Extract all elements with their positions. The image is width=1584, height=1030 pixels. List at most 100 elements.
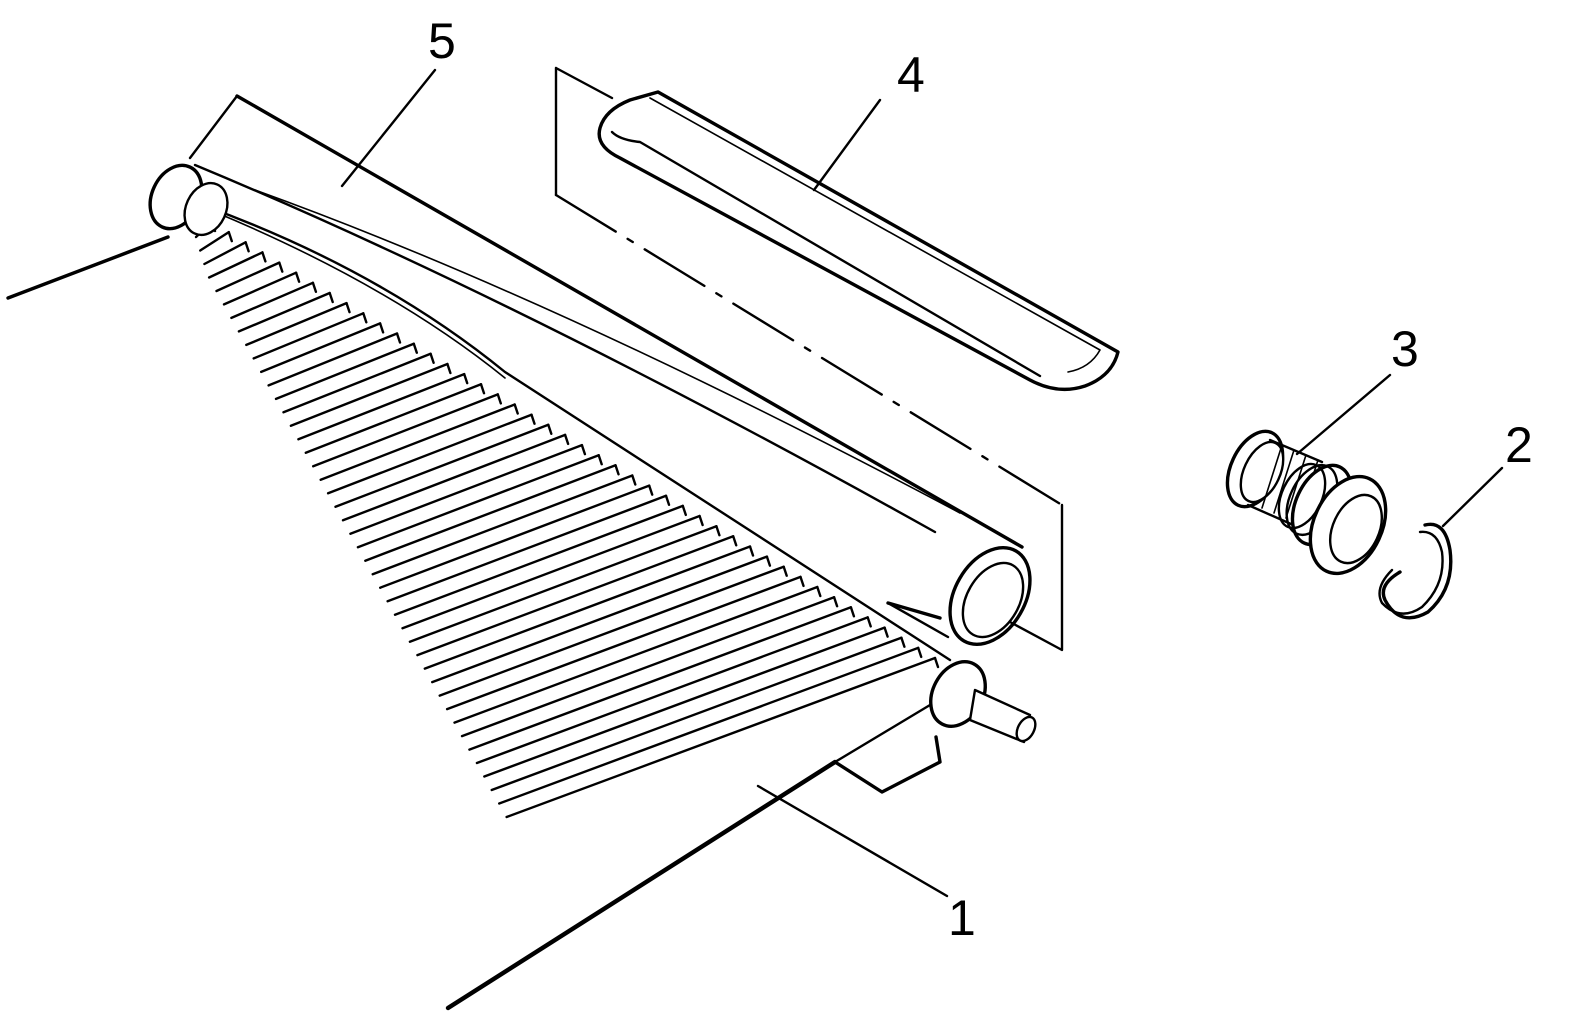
core-fin-tick (732, 535, 738, 547)
core-fin (215, 261, 281, 293)
tube-top-edge (235, 94, 1024, 549)
core-fin-tick (412, 342, 418, 354)
core-fin (445, 575, 802, 711)
core-fin (274, 342, 415, 401)
core-fin (334, 423, 550, 508)
core-fin (237, 291, 331, 333)
tube-right-end-inner (961, 561, 1025, 639)
core-fin-tick (530, 413, 536, 425)
tube-bottom-seam (886, 601, 942, 620)
core-fin-tick (395, 332, 402, 344)
core-fin (222, 271, 298, 306)
core-fin (198, 230, 231, 252)
core-fin-tick (261, 251, 267, 263)
part-4-seal-strip (597, 90, 1120, 392)
core-fin (393, 504, 684, 616)
core-fin (289, 362, 449, 427)
core-fin (230, 281, 315, 320)
callout-3: 3 (1391, 321, 1419, 377)
core-fin (401, 514, 701, 630)
filter-end-cap-face (1328, 493, 1384, 565)
core-fin (282, 352, 432, 414)
leader-line-2 (1441, 466, 1504, 528)
tube-bottom-edge (886, 601, 950, 639)
core-fin-tick (362, 312, 368, 324)
leader-line-5 (340, 68, 437, 188)
phantom-right-bracket (1008, 503, 1064, 652)
core-fin (423, 545, 752, 670)
leader-line-4 (812, 98, 882, 192)
core-fin (203, 241, 247, 266)
leader-line-1 (756, 784, 949, 898)
core-fin (312, 393, 499, 468)
core-fin (483, 626, 886, 778)
core-fin-tick (463, 372, 469, 385)
core-fin (356, 454, 600, 549)
core-fin (245, 301, 348, 347)
callout-labels: 5 4 3 2 1 (428, 13, 1533, 946)
core-fin (364, 464, 617, 562)
callout-5: 5 (428, 13, 456, 69)
core-fin-tick (866, 616, 872, 628)
part-1-finned-core (6, 204, 952, 1011)
core-fin-tick (580, 443, 587, 456)
ring-inner-arc (1378, 530, 1444, 615)
core-fin-tick (513, 403, 519, 415)
core-fin (267, 332, 399, 387)
core-fin-tick (429, 352, 435, 364)
assembly-phantom-outline (554, 66, 1064, 652)
core-fin-tick (698, 514, 704, 527)
seal-strip-outline (597, 90, 1120, 392)
ring-outer-arc (1381, 522, 1453, 620)
core-fin (460, 596, 836, 738)
core-fin-tick (614, 464, 620, 476)
core-fin-tick (664, 494, 671, 506)
core-fin (408, 525, 718, 643)
core-left-frame-line (6, 235, 170, 300)
core-fin-tick (832, 596, 839, 608)
core-fin-tick (278, 261, 284, 273)
core-fin-tick (496, 393, 502, 405)
core-fin (505, 656, 937, 819)
core-fin (304, 383, 483, 454)
core-fin-tick (715, 525, 721, 537)
core-fin-tick (446, 362, 452, 375)
core-fin (252, 312, 365, 360)
core-fin-tick (311, 281, 318, 293)
seal-strip-top-bevel (649, 97, 1101, 373)
tube-left-end (188, 94, 239, 160)
callout-2: 2 (1505, 417, 1533, 473)
core-fin (379, 484, 651, 589)
core-fin-tick (681, 504, 687, 517)
core-fin-tick (799, 575, 805, 588)
core-fin-tick (244, 241, 250, 253)
phantom-left-bracket (554, 66, 614, 197)
core-bottom-frame-line (445, 759, 838, 1011)
seal-strip-inner-edge (610, 130, 1042, 378)
core-fin (341, 433, 567, 522)
callout-1: 1 (948, 890, 976, 946)
core-fin-tick (816, 585, 822, 598)
core-fin (297, 372, 466, 441)
core-fin-tick (328, 291, 334, 304)
part-5-tank-tube (148, 94, 1037, 744)
core-fin-tick (294, 271, 301, 283)
core-fin (431, 555, 769, 684)
core-fin-tick (597, 454, 603, 466)
core-fin-tick (933, 656, 940, 669)
core-fin-tick (782, 565, 788, 577)
core-fin-tick (748, 545, 755, 557)
core-fin-tick (883, 626, 889, 638)
part-3-filter-element (1225, 429, 1388, 576)
core-fin-tick (547, 423, 553, 435)
core-fins (194, 220, 940, 819)
core-fin-tick (378, 322, 385, 334)
phantom-diagonal (554, 193, 1064, 507)
core-fin-tick (917, 646, 923, 659)
core-fin-tick (631, 474, 637, 486)
core-bottom-bracket (833, 735, 942, 794)
core-fin (386, 494, 668, 603)
core-fin (207, 251, 264, 279)
core-fin (438, 565, 785, 697)
